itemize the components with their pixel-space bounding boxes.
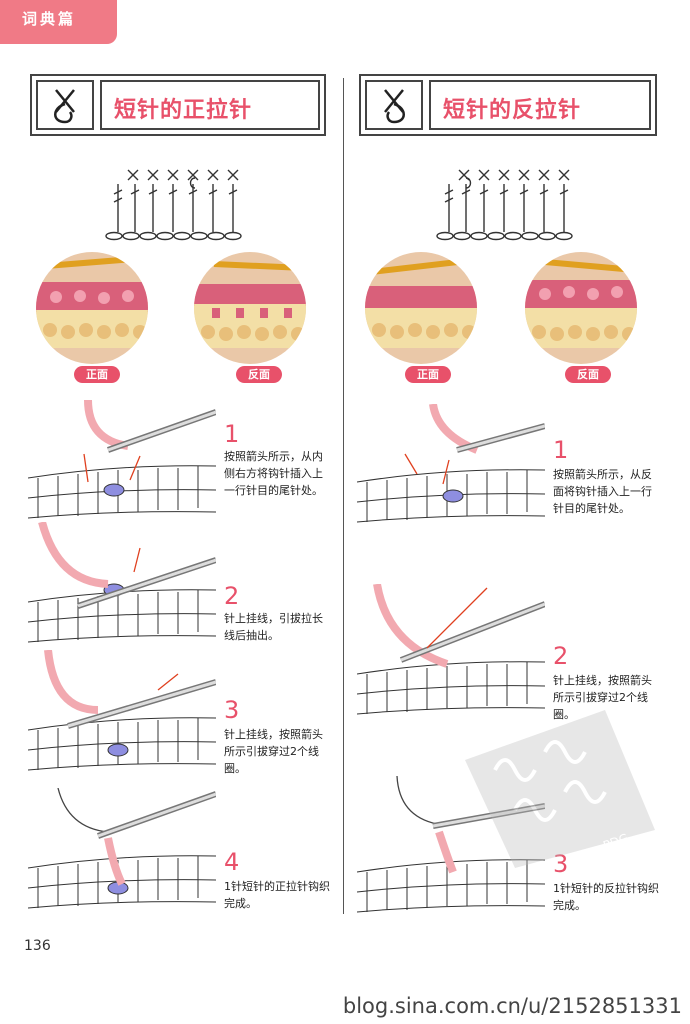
- right-step-1-number: 1: [553, 436, 569, 464]
- right-step-2-number: 2: [553, 642, 569, 670]
- left-title-box: 短针的正拉针: [100, 80, 320, 130]
- left-step-1-number: 1: [224, 420, 240, 448]
- front-post-symbol-icon: [36, 80, 94, 130]
- right-stitch-chart: [436, 169, 573, 241]
- left-title: 短针的正拉针: [114, 98, 253, 123]
- right-step-1-illustration: [357, 404, 545, 523]
- watermark-seal: PDG: [465, 710, 655, 868]
- left-step-3-text: 针上挂线，按照箭头所示引拔穿过2个线圈。: [224, 728, 323, 775]
- left-step-3-illustration: [28, 650, 216, 771]
- right-step-3-text: 1针短针的反拉针钩织完成。: [553, 882, 659, 912]
- right-back-label: 反面: [565, 366, 611, 383]
- left-front-label: 正面: [74, 366, 120, 383]
- right-header: 短针的反拉针: [359, 74, 657, 136]
- left-step-3-number: 3: [224, 696, 240, 724]
- left-back-label: 反面: [236, 366, 282, 383]
- footer-url: blog.sina.com.cn/u/2152851331: [342, 994, 682, 1018]
- left-step-4-text: 1针短针的正拉针钩织完成。: [224, 880, 330, 910]
- left-step-1-illustration: [28, 400, 216, 519]
- left-front-photo: [36, 252, 148, 364]
- left-step-2-number: 2: [224, 582, 240, 610]
- page-number: 136: [24, 938, 51, 954]
- left-back-photo: [194, 252, 306, 364]
- right-column: 短针的反拉针 正面: [345, 0, 675, 1024]
- left-step-4-illustration: [28, 788, 216, 909]
- right-front-label: 正面: [405, 366, 451, 383]
- column-divider: [343, 78, 344, 914]
- left-step-2-text: 针上挂线，引拔拉长线后抽出。: [224, 612, 323, 642]
- right-back-photo: [525, 252, 637, 364]
- left-step-4-number: 4: [224, 848, 240, 876]
- right-step-2-text: 针上挂线，按照箭头所示引拔穿过2个线圈。: [553, 674, 652, 721]
- right-step-2-illustration: [357, 584, 545, 715]
- left-step-1-text: 按照箭头所示，从内侧右方将钩针插入上一行针目的尾针处。: [224, 450, 323, 497]
- back-post-symbol-icon: [365, 80, 423, 130]
- left-step-2-illustration: [28, 522, 216, 643]
- right-front-photo: [365, 252, 477, 364]
- right-step-3-number: 3: [553, 850, 569, 878]
- section-tab: 词典篇: [0, 0, 117, 44]
- left-header: 短针的正拉针: [30, 74, 326, 136]
- right-step-3-illustration: [357, 776, 545, 913]
- right-step-1-text: 按照箭头所示，从反面将钩针插入上一行针目的尾针处。: [553, 468, 652, 515]
- right-title-box: 短针的反拉针: [429, 80, 651, 130]
- left-stitch-chart: [105, 169, 242, 241]
- left-column: 短针的正拉针 正面: [0, 0, 330, 1024]
- right-title: 短针的反拉针: [443, 98, 582, 123]
